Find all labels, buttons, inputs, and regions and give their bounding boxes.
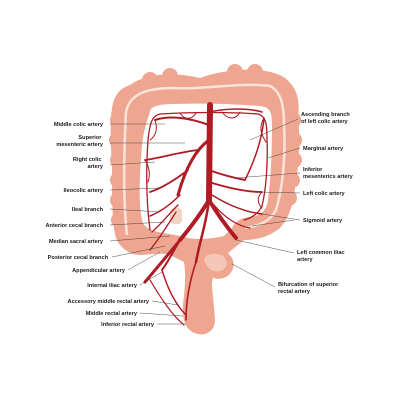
label-internal-iliac-artery: Internal iliac artery: [87, 283, 138, 289]
labels-left: Middle colic artery Superior mesenteric …: [45, 122, 154, 328]
leader-lines: [109, 118, 301, 325]
label-anterior-cecal-branch: Anterior cecal branch: [45, 223, 103, 229]
label-left-colic-artery: Left colic artery: [303, 191, 346, 197]
left-common-iliac: [207, 198, 238, 240]
arcade-5: [179, 112, 197, 119]
label-ileal-branch: Ileal branch: [72, 207, 104, 213]
arcade-2: [144, 159, 150, 183]
label-median-sacral-artery: Median sacral artery: [49, 239, 104, 245]
internal-iliac-branch: [161, 239, 181, 271]
aorta: [206, 102, 213, 203]
label-right-colic-artery: Right colic artery: [73, 157, 104, 170]
label-ascending-branch-left-colic: Ascending branch of left colic artery: [301, 112, 351, 125]
sigmoid-highlight: [204, 253, 227, 272]
label-middle-colic-artery: Middle colic artery: [54, 122, 104, 128]
sigmoid-arteries: [211, 194, 263, 215]
upper-branches: [208, 108, 263, 113]
label-ileocolic-artery: Ileocolic artery: [64, 188, 104, 194]
arcade-1: [149, 119, 157, 141]
label-superior-mesenteric-artery: Superior mesenteric artery: [56, 135, 104, 148]
middle-colic: [154, 116, 210, 126]
ascending-left-colic: [244, 117, 265, 181]
marginal-artery: [146, 111, 268, 231]
labels-right: Ascending branch of left colic artery Ma…: [278, 112, 354, 295]
label-bifurcation-superior-rectal: Bifurcation of superior rectal artery: [278, 282, 340, 295]
cecal-branch: [151, 204, 179, 233]
label-middle-rectal-artery: Middle rectal artery: [86, 311, 138, 317]
superior-mesenteric: [176, 138, 211, 197]
arcade-3: [260, 117, 267, 143]
ileocolic: [149, 169, 189, 193]
label-appendicular-artery: Appendicular artery: [72, 268, 126, 274]
inferior-mesenteric: [208, 169, 246, 181]
haustra: [109, 64, 302, 228]
right-common-iliac: [178, 198, 211, 242]
sigmoid-arteries-2: [213, 204, 251, 229]
superior-rectal: [194, 198, 211, 264]
label-left-common-iliac-artery: Left common iliac artery: [297, 250, 346, 263]
arcade-6: [221, 111, 241, 119]
appendicular: [149, 211, 177, 251]
label-marginal-artery: Marginal artery: [303, 146, 344, 152]
label-posterior-cecal-branch: Posterior cecal branch: [48, 255, 109, 261]
rectal-branch-2: [161, 269, 187, 316]
ileal-branch: [149, 194, 181, 217]
right-colic: [144, 149, 199, 161]
rectal-branch-3: [149, 279, 185, 326]
cecum-patch: [170, 208, 182, 224]
left-colic: [208, 181, 263, 193]
arcade-4: [257, 191, 263, 209]
label-inferior-rectal-artery: Inferior rectal artery: [101, 322, 155, 328]
mucosa-line: [123, 83, 286, 236]
label-accessory-middle-rectal-artery: Accessory middle rectal artery: [68, 299, 150, 305]
label-inferior-mesenterics-artery: Inferior mesenterics artery: [303, 167, 354, 180]
label-sigmoid-artery: Sigmoid artery: [303, 218, 343, 224]
colon: [109, 64, 302, 335]
arteries: [143, 102, 268, 326]
